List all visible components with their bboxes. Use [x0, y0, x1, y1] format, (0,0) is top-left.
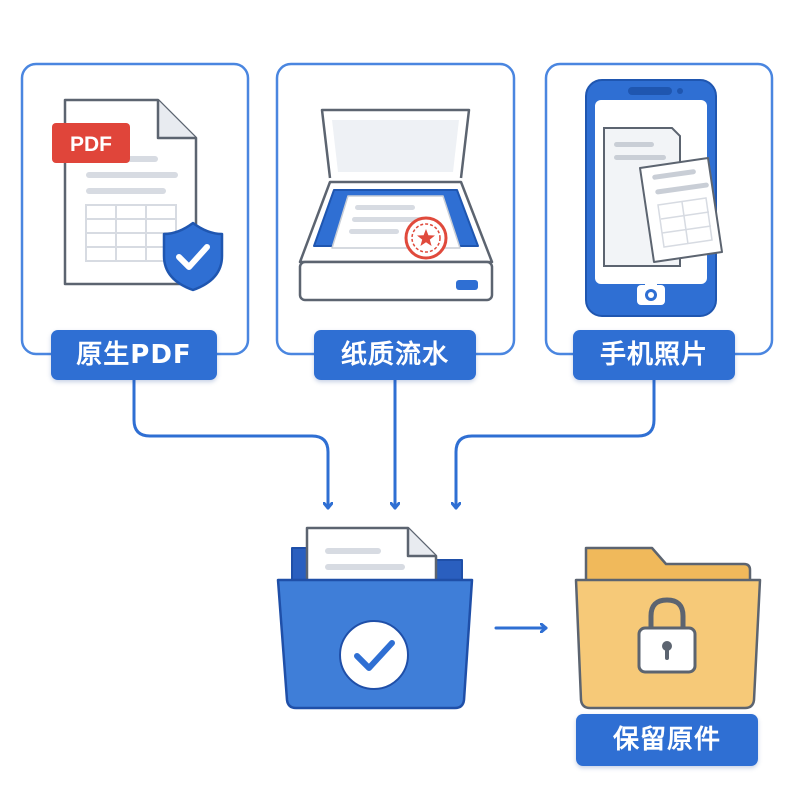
- native-pdf-card: PDF: [20, 62, 250, 356]
- padlock-icon: [637, 597, 697, 674]
- archive-folder-icon: [574, 546, 762, 710]
- processing-folder-icon: [276, 526, 474, 710]
- check-circle-icon: [339, 620, 409, 690]
- photographed-documents-icon: [603, 127, 723, 267]
- flow-connectors: [132, 378, 656, 628]
- pdf-badge-text: PDF: [70, 133, 112, 156]
- arrow-phone-photo-to-folder: [456, 378, 656, 510]
- camera-icon: [637, 281, 665, 305]
- shield-check-icon: [162, 221, 224, 292]
- paper-stream-label: 纸质流水: [314, 330, 476, 380]
- native-pdf-label: 原生PDF: [51, 330, 217, 380]
- phone-photo-label: 手机照片: [573, 330, 735, 380]
- preserve-original-label: 保留原件: [576, 714, 758, 766]
- red-seal-stamp-icon: [404, 216, 448, 260]
- phone-photo-card: [544, 62, 774, 356]
- pdf-badge: PDF: [52, 123, 130, 163]
- paper-stream-card: [275, 62, 516, 356]
- scanner-icon: [298, 108, 494, 302]
- arrow-native-pdf-to-folder: [132, 378, 328, 510]
